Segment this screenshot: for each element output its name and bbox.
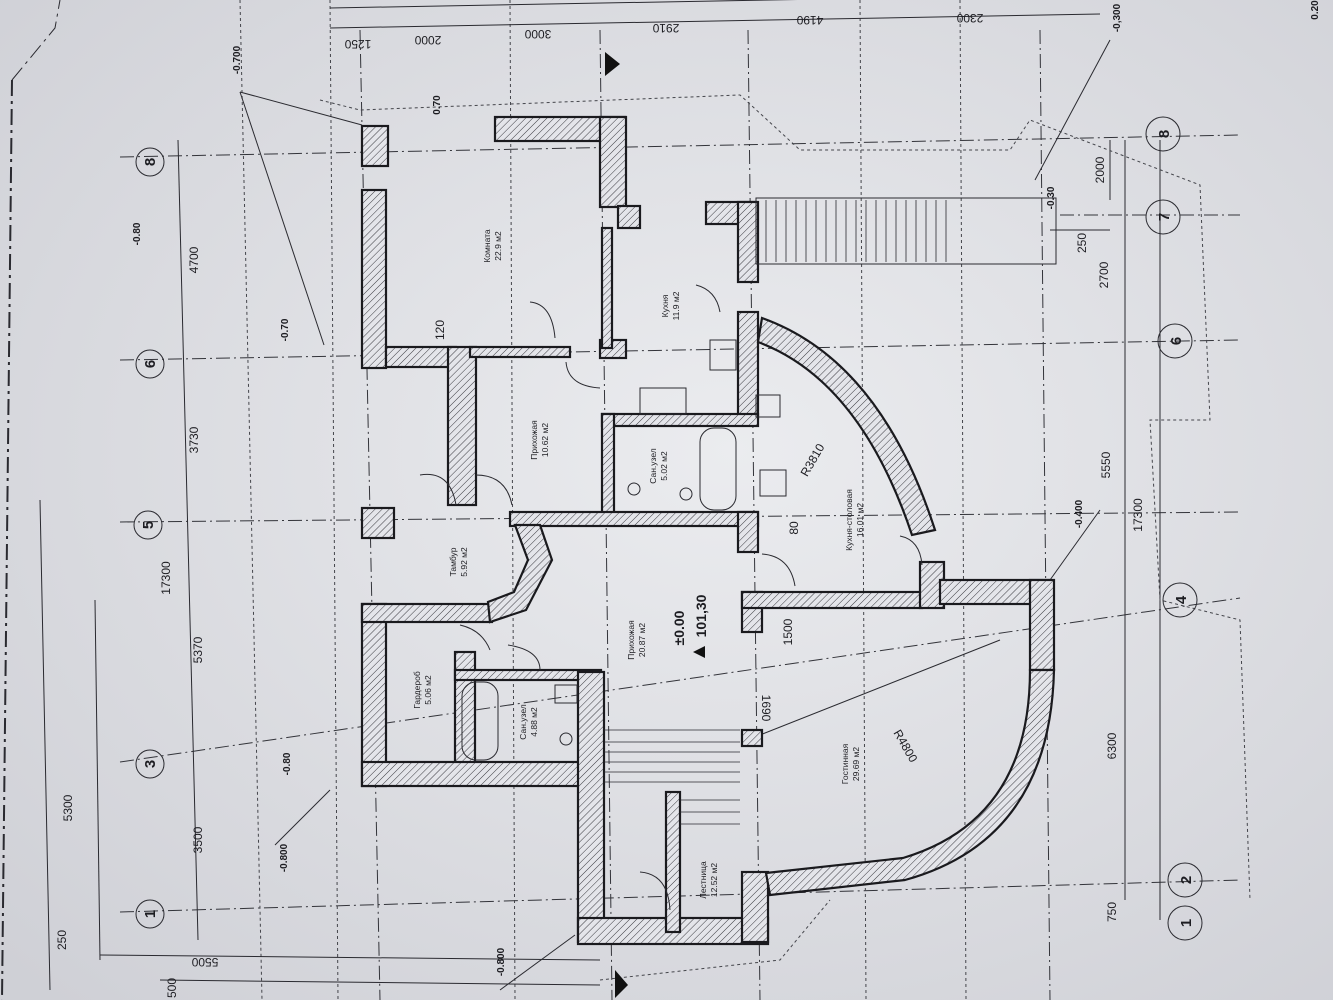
right-dim-2000: 2000 — [1093, 156, 1107, 183]
section-markers — [605, 52, 628, 998]
room-area-3: 10.62 м2 — [540, 423, 550, 457]
right-dim-5550: 5550 — [1099, 451, 1113, 478]
room-name-5: Тамбур — [448, 547, 458, 576]
room-area-6: 20.87 м2 — [637, 623, 647, 657]
room-name-8: Гардероб — [412, 671, 422, 709]
fixtures — [461, 197, 1057, 825]
level-mark-5: -0.80 — [282, 752, 293, 775]
level-mark-10: -0,300 — [1112, 3, 1123, 32]
door-swings — [419, 284, 923, 911]
axis-label-6-left: 6 — [142, 360, 159, 368]
walls — [360, 115, 1056, 946]
top-dim-2: 2000 — [414, 33, 441, 47]
level-mark-11: 0.20 — [1310, 0, 1321, 20]
left-dim-5300: 5300 — [61, 794, 75, 821]
axis-label-5-left: 5 — [140, 521, 157, 529]
axis-label-4-right: 4 — [1173, 595, 1190, 604]
axis-label-1-left: 1 — [142, 910, 159, 918]
right-dim-17300: 17300 — [1131, 498, 1145, 532]
right-dim-250: 250 — [1075, 233, 1089, 253]
room-area-2: 11.9 м2 — [671, 291, 681, 320]
center-mark: 101,30 — [693, 594, 709, 637]
room-labels: Комната 22.9 м2 Кухня 11.9 м2 Прихожая 1… — [412, 229, 865, 899]
left-dim-17300: 17300 — [159, 561, 173, 595]
level-mark-1: -0.700 — [232, 45, 243, 74]
left-dim-4700: 4700 — [187, 246, 201, 273]
room-name-10: Гостинная — [840, 743, 850, 784]
room-name-4: Сан.узел — [648, 448, 658, 484]
level-mark-3: -0.80 — [132, 222, 143, 245]
inner-dim-1500: 1500 — [781, 618, 795, 645]
left-dim-3730: 3730 — [187, 426, 201, 453]
left-dim-5370: 5370 — [191, 636, 205, 663]
level-mark-8: -0.30 — [1046, 186, 1057, 209]
room-area-5: 5.92 м2 — [459, 547, 469, 577]
center-level: ±0.00 — [671, 610, 687, 645]
right-dim-2700: 2700 — [1097, 261, 1111, 288]
right-dim-6300: 6300 — [1105, 732, 1119, 759]
room-area-7: 16.01 м2 — [855, 503, 865, 537]
axis-label-3-left: 3 — [142, 760, 159, 768]
top-dim-1: 1250 — [344, 37, 371, 51]
axis-label-1-right: 1 — [1178, 919, 1195, 927]
axis-label-6-right: 6 — [1168, 337, 1185, 345]
axis-label-8-right: 8 — [1156, 130, 1173, 138]
dimension-lines — [39, 0, 1161, 991]
room-name-11: Лестница — [698, 861, 708, 899]
room-area-11: 12.52 м2 — [709, 863, 719, 897]
site-outline — [319, 94, 1251, 981]
elevation-triangle-icon — [693, 646, 705, 658]
top-dim-6: 2300 — [956, 11, 983, 25]
level-mark-9: -0.400 — [1074, 499, 1085, 528]
room-name-9: Сан.узел — [518, 704, 528, 740]
inner-dim-80: 80 — [787, 521, 801, 535]
level-mark-4: -0.70 — [280, 318, 291, 341]
level-mark-7: -0.800 — [496, 947, 507, 976]
right-dim-750: 750 — [1105, 902, 1119, 922]
axis-label-7-right: 7 — [1156, 213, 1173, 221]
top-dim-5: 4190 — [796, 13, 823, 27]
axis-label-2-right: 2 — [1178, 876, 1195, 884]
room-area-10: 29.69 м2 — [851, 747, 861, 781]
left-dim-250: 250 — [55, 930, 69, 950]
bottom-dim-5500: 5500 — [191, 955, 218, 969]
room-area-9: 4.88 м2 — [529, 707, 539, 737]
room-name-3: Прихожая — [529, 420, 539, 460]
sheet-border — [1, 0, 61, 1000]
top-dim-4: 2910 — [652, 21, 679, 35]
axis-bubbles-left — [133, 147, 165, 929]
level-mark-6: -0.800 — [279, 843, 290, 872]
left-dim-500: 500 — [165, 978, 179, 998]
room-name-6: Прихожая — [626, 620, 636, 660]
room-area-1: 22.9 м2 — [493, 231, 503, 261]
room-name-7: Кухня-столовая — [844, 489, 854, 551]
inner-dim-120: 120 — [433, 320, 447, 340]
top-dim-3: 3000 — [524, 27, 551, 41]
axis-bubbles-right — [1145, 116, 1203, 941]
room-area-8: 5.06 м2 — [423, 675, 433, 705]
axis-label-8-left: 8 — [142, 158, 159, 166]
room-area-4: 5.02 м2 — [659, 451, 669, 481]
room-name-1: Комната — [482, 229, 492, 263]
room-name-2: Кухня — [660, 294, 670, 317]
level-mark-2: 0.70 — [432, 95, 443, 115]
inner-dim-1690: 1690 — [759, 695, 773, 722]
left-dim-3500: 3500 — [191, 826, 205, 853]
